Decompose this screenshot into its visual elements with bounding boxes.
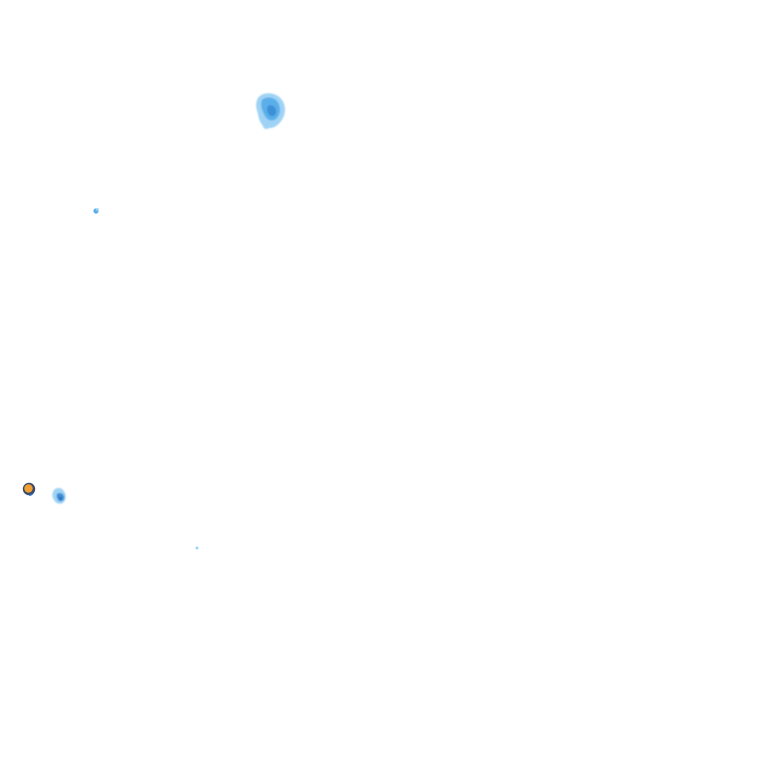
precip-cell-large: [256, 93, 286, 130]
precip-cell-tiny: [93, 208, 99, 214]
precip-cell-small: [52, 488, 66, 504]
precip-cell-intense: [22, 482, 36, 496]
precip-speck: [195, 546, 199, 550]
